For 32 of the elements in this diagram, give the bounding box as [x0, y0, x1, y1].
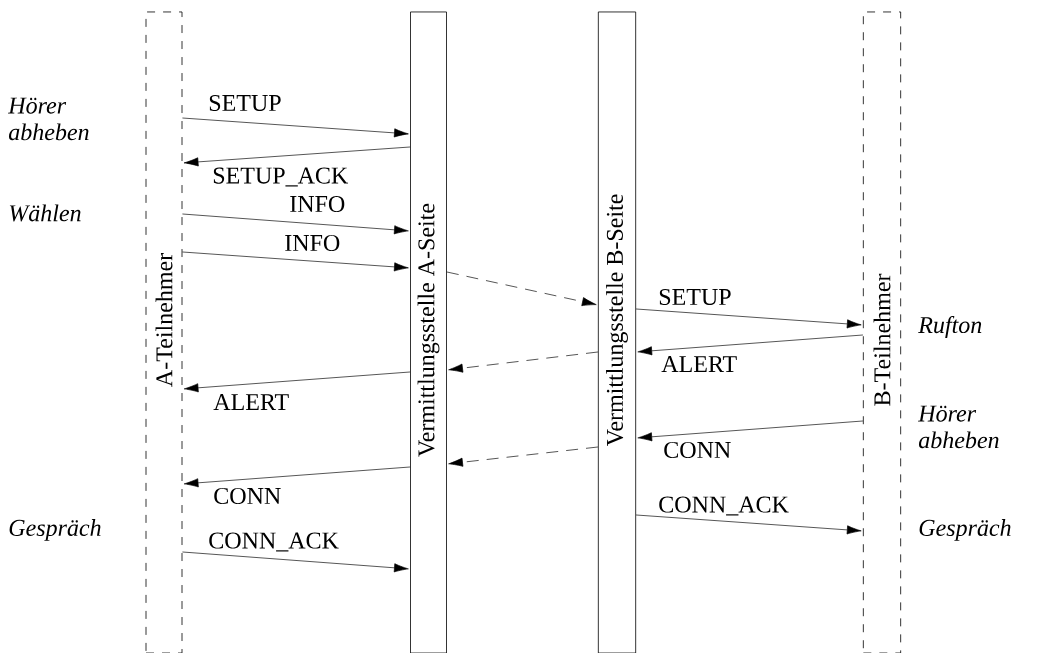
arrow: [183, 371, 411, 393]
edge-label: SETUP_ACK: [213, 167, 349, 187]
edge-label: CONN_ACK: [209, 532, 339, 552]
arrow: [182, 551, 409, 573]
arrow: [448, 446, 599, 467]
edge-label: CONN: [214, 487, 281, 505]
participant-column: A-Teilnehmer: [145, 11, 183, 653]
arrow: [182, 117, 409, 138]
arrow: [635, 308, 862, 329]
state-note: Hörer abheben: [8, 97, 89, 141]
edge-label: ALERT: [661, 356, 737, 372]
edge-label: INFO: [285, 234, 340, 252]
state-note: Gespräch: [9, 519, 101, 541]
edge-label: SETUP: [659, 288, 731, 306]
arrow: [446, 271, 597, 307]
edge-label: CONN_ACK: [659, 496, 789, 516]
arrow: [182, 251, 409, 272]
arrow: [637, 334, 864, 356]
state-note: Wählen: [9, 204, 81, 222]
arrow: [183, 466, 411, 488]
exchange-column: Vermittlungsstelle B-Seite: [597, 11, 637, 653]
arrow: [182, 213, 409, 235]
edge-label: CONN: [664, 441, 731, 459]
exchange-column: Vermittlungsstelle A-Seite: [410, 11, 447, 653]
arrow: [635, 514, 862, 535]
arrow: [637, 420, 864, 442]
edge-label: INFO: [290, 195, 345, 213]
arrow: [183, 146, 411, 167]
edge-label: ALERT: [213, 394, 289, 410]
edge-label: SETUP: [209, 94, 281, 112]
arrow: [448, 351, 599, 373]
participant-column: B-Teilnehmer: [862, 11, 902, 653]
